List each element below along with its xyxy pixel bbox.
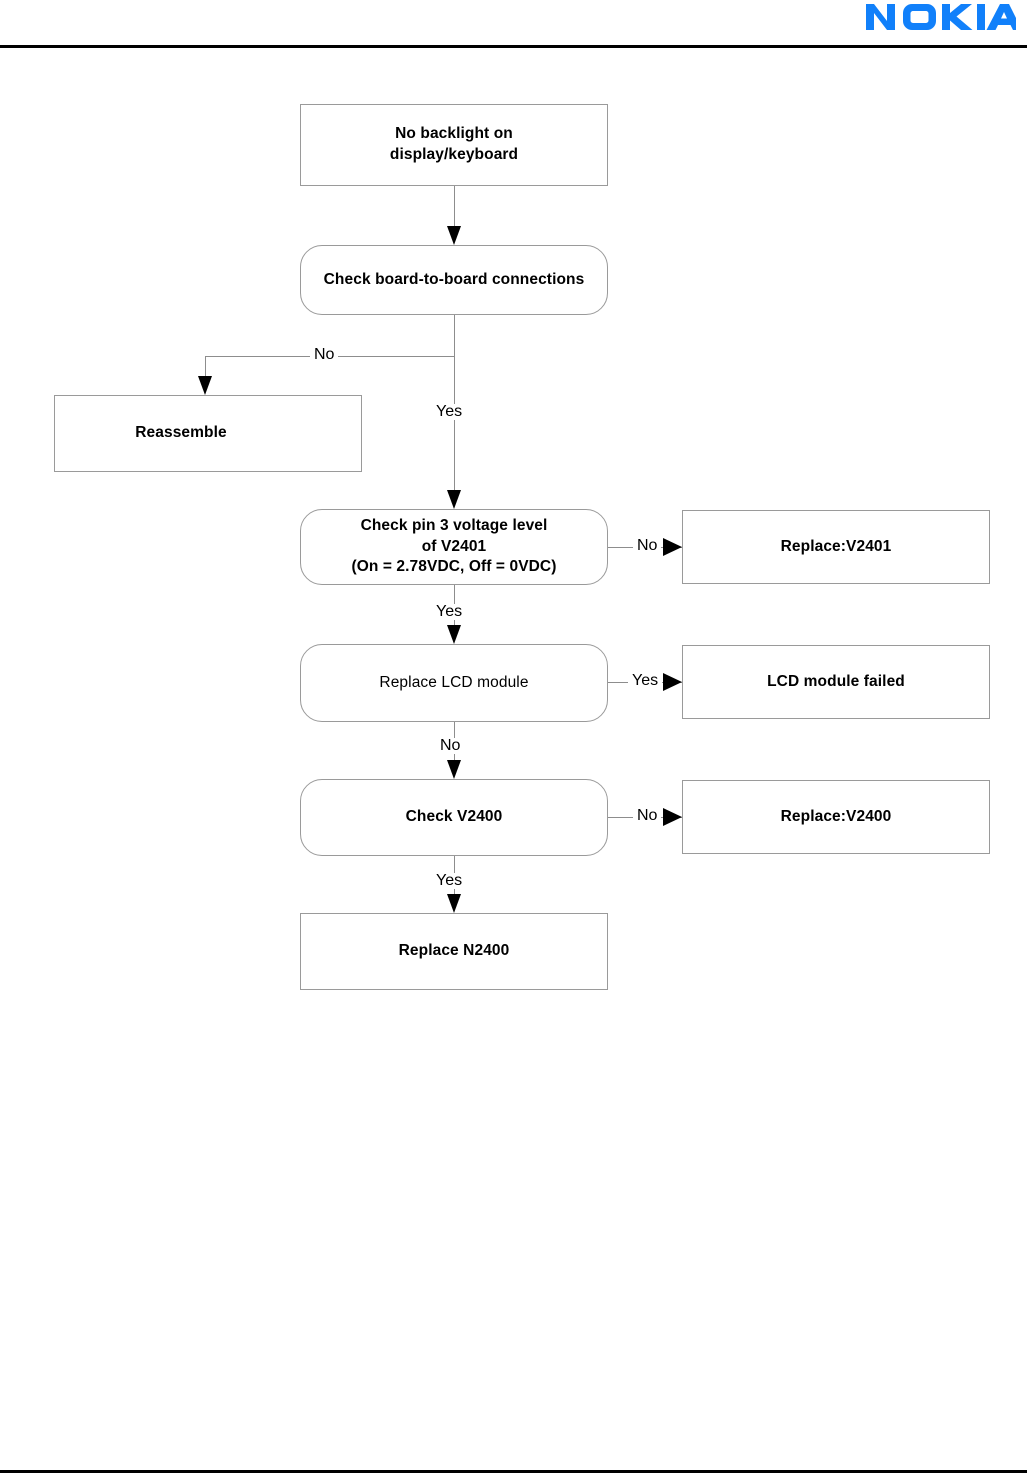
flow-node-check-v2400-label: Check V2400 [405,808,503,826]
arrowhead-v2400-yes [447,894,461,913]
flow-node-lcd-failed: LCD module failed [682,645,990,719]
edge-label-b2b-yes: Yes [432,404,467,420]
edge-label-pin3-no: No [633,538,662,554]
flow-node-replace-v2400-label: Replace:V2400 [780,807,892,825]
flow-node-replace-n2400-label: Replace N2400 [398,942,510,960]
arrowhead-pin3-yes [447,625,461,644]
flow-node-start: No backlight on display/keyboard [300,104,608,186]
arrowhead-v2400-no [663,808,682,826]
flow-node-check-b2b: Check board-to-board connections [300,245,608,315]
footer-divider [0,1470,1027,1473]
arrowhead-pin3-no [663,538,682,556]
flow-node-reassemble-label: Reassemble [135,424,227,442]
flow-node-check-pin3: Check pin 3 voltage level of V2401 (On =… [300,509,608,585]
connector-b2b-no-vertical [205,356,206,380]
flow-node-start-label: No backlight on display/keyboard [389,125,519,163]
flow-node-replace-n2400: Replace N2400 [300,913,608,990]
flow-node-lcd-failed-label: LCD module failed [767,672,905,690]
edge-label-v2400-no: No [633,808,662,824]
connector-b2b-no-stub [454,315,455,357]
flow-node-reassemble: Reassemble [54,395,362,472]
flow-node-replace-lcd: Replace LCD module [300,644,608,722]
edge-label-v2400-yes: Yes [432,873,467,889]
arrowhead-lcd-yes [663,673,682,691]
flow-node-replace-v2401-label: Replace:V2401 [780,537,892,555]
flow-node-check-b2b-label: Check board-to-board connections [323,270,585,288]
edge-label-lcd-no: No [436,738,465,754]
connector-start-to-b2b [454,186,455,228]
arrowhead-b2b-no [198,376,212,395]
flow-node-replace-lcd-label: Replace LCD module [379,673,529,691]
arrowhead-lcd-no [447,760,461,779]
nokia-logo [866,2,1016,32]
connector-b2b-yes [454,356,455,500]
edge-label-pin3-yes: Yes [432,604,467,620]
flow-node-replace-v2401: Replace:V2401 [682,510,990,584]
edge-label-b2b-no: No [310,347,339,363]
flow-node-replace-v2400: Replace:V2400 [682,780,990,854]
arrowhead-b2b-yes [447,490,461,509]
flow-node-check-pin3-label: Check pin 3 voltage level of V2401 (On =… [351,516,557,576]
arrowhead-start-to-b2b [447,226,461,245]
flow-node-check-v2400: Check V2400 [300,779,608,856]
edge-label-lcd-yes: Yes [628,673,663,689]
header-divider [0,45,1027,48]
